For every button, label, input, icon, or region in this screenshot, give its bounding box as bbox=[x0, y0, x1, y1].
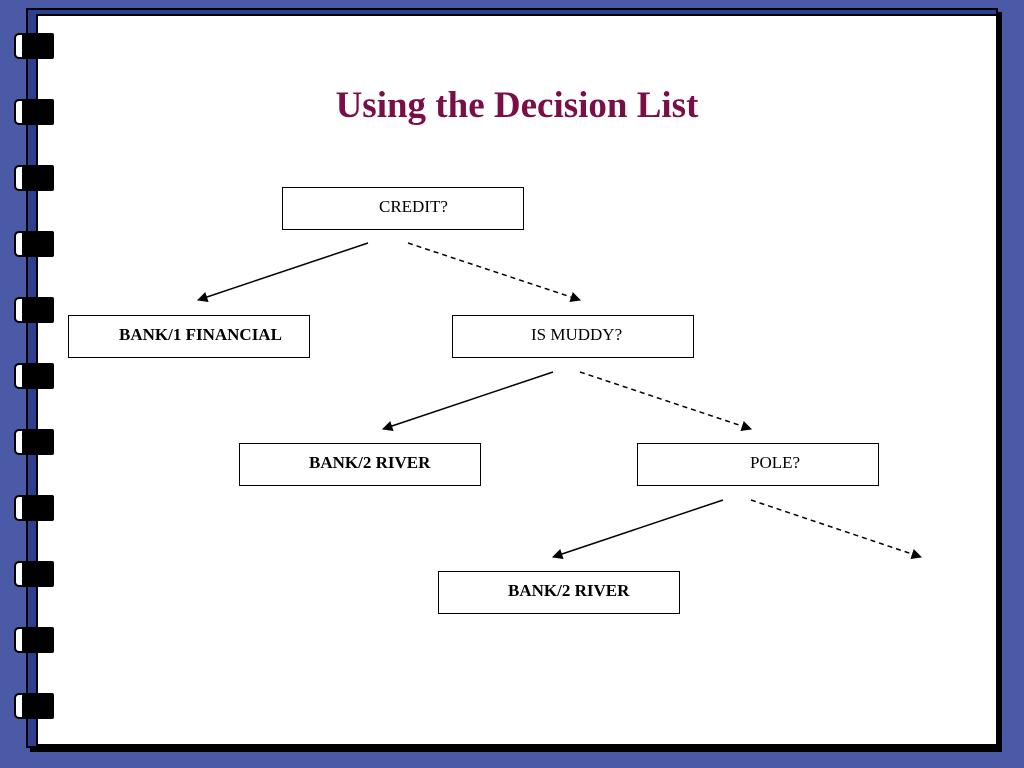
binding-ring-bar bbox=[22, 627, 54, 653]
edge-ismuddy-pole bbox=[579, 371, 752, 431]
node-bank2-river-a: BANK/2 RIVER bbox=[239, 443, 481, 486]
edge-pole-bank2b bbox=[552, 499, 724, 559]
node-bank1-financial: BANK/1 FINANCIAL bbox=[68, 315, 310, 358]
binding-ring bbox=[14, 561, 54, 587]
binding-ring-bar bbox=[22, 693, 54, 719]
binding-ring bbox=[14, 495, 54, 521]
edge-pole-next bbox=[750, 499, 922, 559]
binding-ring bbox=[14, 33, 54, 59]
binding-ring bbox=[14, 297, 54, 323]
binding-ring bbox=[14, 165, 54, 191]
edge-ismuddy-bank2a bbox=[382, 371, 554, 431]
binding-ring-bar bbox=[22, 495, 54, 521]
binding-ring-bar bbox=[22, 297, 54, 323]
binding-ring-bar bbox=[22, 231, 54, 257]
binding-ring bbox=[14, 627, 54, 653]
node-is-muddy-label: IS MUDDY? bbox=[531, 325, 623, 344]
node-is-muddy: IS MUDDY? bbox=[452, 315, 694, 358]
node-credit-label: CREDIT? bbox=[379, 197, 448, 216]
binding-ring bbox=[14, 231, 54, 257]
edge-credit-bank1 bbox=[197, 242, 369, 302]
node-pole-label: POLE? bbox=[750, 453, 801, 472]
binding-ring bbox=[14, 693, 54, 719]
binding-ring-bar bbox=[22, 363, 54, 389]
node-bank2-river-a-label: BANK/2 RIVER bbox=[309, 453, 431, 472]
node-pole: POLE? bbox=[637, 443, 879, 486]
binding-ring-bar bbox=[22, 429, 54, 455]
edge-credit-ismuddy bbox=[407, 242, 581, 303]
binding-ring-bar bbox=[22, 165, 54, 191]
node-bank1-financial-label: BANK/1 FINANCIAL bbox=[119, 325, 282, 344]
binding-ring bbox=[14, 429, 54, 455]
binding-ring-bar bbox=[22, 561, 54, 587]
binding-ring-bar bbox=[22, 33, 54, 59]
node-bank2-river-b: BANK/2 RIVER bbox=[438, 571, 680, 614]
node-credit: CREDIT? bbox=[282, 187, 524, 230]
notebook-page bbox=[36, 14, 998, 746]
binding-ring-bar bbox=[22, 99, 54, 125]
binding-ring bbox=[14, 363, 54, 389]
binding-ring bbox=[14, 99, 54, 125]
node-bank2-river-b-label: BANK/2 RIVER bbox=[508, 581, 630, 600]
slide-title: Using the Decision List bbox=[335, 85, 699, 126]
